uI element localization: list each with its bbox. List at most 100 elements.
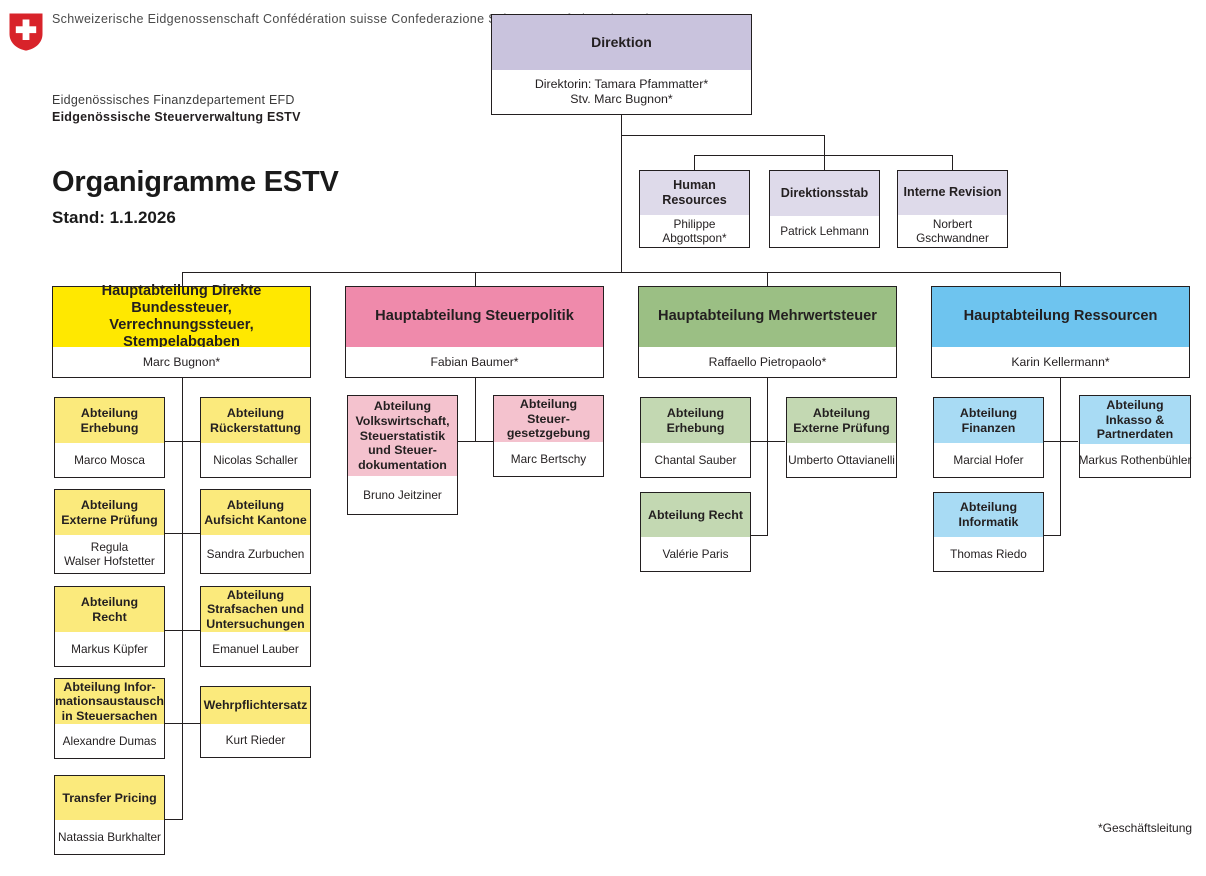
node-unit-1-8-person: Natassia Burkhalter bbox=[55, 820, 164, 854]
node-division-1-title: Hauptabteilung Direkte Bundessteuer, Ver… bbox=[53, 283, 310, 350]
node-unit-externe-pruefung-mwst[interactable]: Abteilung Externe Prüfung Umberto Ottavi… bbox=[786, 397, 897, 478]
node-unit-2-1-title: Abteilung Steuer- gesetzgebung bbox=[494, 396, 603, 442]
footnote-legend: *Geschäftsleitung bbox=[1098, 821, 1193, 835]
node-unit-strafsachen-untersuchungen[interactable]: Abteilung Strafsachen und Untersuchungen… bbox=[200, 586, 311, 667]
node-unit-2-0-person: Bruno Jeitziner bbox=[348, 476, 457, 514]
node-unit-1-7-title: Wehrpflichtersatz bbox=[201, 687, 310, 724]
node-division-mehrwertsteuer[interactable]: Hauptabteilung Mehrwertsteuer Raffaello … bbox=[638, 286, 897, 378]
node-interne-revision[interactable]: Interne Revision Norbert Gschwandner bbox=[897, 170, 1008, 248]
node-unit-4-2-person: Thomas Riedo bbox=[934, 537, 1043, 571]
node-unit-2-1-person: Marc Bertschy bbox=[494, 442, 603, 476]
node-division-4-person: Karin Kellermann* bbox=[932, 347, 1189, 377]
node-unit-3-0-title: Abteilung Erhebung bbox=[641, 398, 750, 443]
node-unit-aufsicht-kantone[interactable]: Abteilung Aufsicht Kantone Sandra Zurbuc… bbox=[200, 489, 311, 574]
node-human-resources-person: Philippe Abgottspon* bbox=[640, 214, 749, 247]
node-unit-1-6-title: Abteilung Infor- mationsaustausch in Ste… bbox=[55, 679, 164, 724]
node-unit-transfer-pricing[interactable]: Transfer Pricing Natassia Burkhalter bbox=[54, 775, 165, 855]
connector-green-trunk bbox=[767, 377, 769, 536]
node-unit-volkswirtschaft-steuerstatistik[interactable]: Abteilung Volkswirtschaft, Steuerstatist… bbox=[347, 395, 458, 515]
connector-division-drop-4 bbox=[1060, 272, 1062, 286]
node-unit-1-0-title: Abteilung Erhebung bbox=[55, 398, 164, 443]
connector-blue-rib-r1 bbox=[1060, 441, 1078, 443]
node-unit-1-3-person: Sandra Zurbuchen bbox=[201, 535, 310, 573]
connector-green-rib-l1 bbox=[750, 441, 768, 443]
node-division-direkte-bundessteuer[interactable]: Hauptabteilung Direkte Bundessteuer, Ver… bbox=[52, 283, 311, 378]
page-subtitle: Stand: 1.1.2026 bbox=[52, 208, 176, 227]
node-division-2-title: Hauptabteilung Steuerpolitik bbox=[346, 287, 603, 347]
node-unit-recht-mwst[interactable]: Abteilung Recht Valérie Paris bbox=[640, 492, 751, 572]
connector-division-drop-1 bbox=[182, 272, 184, 286]
node-division-3-title: Hauptabteilung Mehrwertsteuer bbox=[639, 287, 896, 347]
connector-division-drop-3 bbox=[767, 272, 769, 286]
connector-yellow-rib-l1 bbox=[165, 441, 183, 443]
node-interne-revision-person: Norbert Gschwandner bbox=[898, 214, 1007, 247]
node-unit-informationsaustausch[interactable]: Abteilung Infor- mationsaustausch in Ste… bbox=[54, 678, 165, 759]
node-direktion-title: Direktion bbox=[492, 15, 751, 70]
node-direktion[interactable]: Direktion Direktorin: Tamara Pfammatter*… bbox=[491, 14, 752, 115]
node-unit-1-1-person: Nicolas Schaller bbox=[201, 443, 310, 477]
node-unit-1-2-title: Abteilung Externe Prüfung bbox=[55, 490, 164, 535]
connector-pink-trunk bbox=[475, 377, 477, 442]
department-line: Eidgenössisches Finanzdepartement EFD bbox=[52, 93, 295, 107]
node-unit-1-7-person: Kurt Rieder bbox=[201, 724, 310, 757]
node-unit-inkasso-partnerdaten[interactable]: Abteilung Inkasso & Partnerdaten Markus … bbox=[1079, 395, 1191, 478]
connector-staff-stab bbox=[824, 155, 826, 170]
node-unit-1-5-person: Emanuel Lauber bbox=[201, 632, 310, 666]
connector-yellow-rib-l2 bbox=[165, 533, 183, 535]
node-unit-erhebung-dbst[interactable]: Abteilung Erhebung Marco Mosca bbox=[54, 397, 165, 478]
node-division-steuerpolitik[interactable]: Hauptabteilung Steuerpolitik Fabian Baum… bbox=[345, 286, 604, 378]
connector-division-bus bbox=[182, 272, 1061, 274]
connector-pink-rib-l1 bbox=[458, 441, 476, 443]
node-direktion-people: Direktorin: Tamara Pfammatter* Stv. Marc… bbox=[492, 70, 751, 114]
connector-yellow-rib-r2 bbox=[182, 533, 200, 535]
node-human-resources[interactable]: Human Resources Philippe Abgottspon* bbox=[639, 170, 750, 248]
node-human-resources-title: Human Resources bbox=[640, 171, 749, 215]
connector-direktion-trunk bbox=[621, 115, 623, 273]
connector-staff-hr bbox=[694, 155, 696, 170]
connector-yellow-trunk bbox=[182, 377, 184, 820]
node-unit-rueckerstattung[interactable]: Abteilung Rückerstattung Nicolas Schalle… bbox=[200, 397, 311, 478]
node-unit-wehrpflichtersatz[interactable]: Wehrpflichtersatz Kurt Rieder bbox=[200, 686, 311, 758]
connector-staff-bus bbox=[694, 155, 953, 157]
node-unit-3-1-person: Umberto Ottavianelli bbox=[787, 443, 896, 477]
swiss-confederation-shield-icon bbox=[9, 13, 43, 51]
connector-blue-rib-l1 bbox=[1043, 441, 1061, 443]
connector-yellow-rib-r4 bbox=[182, 723, 200, 725]
node-unit-informatik[interactable]: Abteilung Informatik Thomas Riedo bbox=[933, 492, 1044, 572]
node-unit-3-0-person: Chantal Sauber bbox=[641, 443, 750, 477]
office-line: Eidgenössische Steuerverwaltung ESTV bbox=[52, 110, 301, 125]
node-division-3-person: Raffaello Pietropaolo* bbox=[639, 347, 896, 377]
node-unit-1-4-person: Markus Küpfer bbox=[55, 632, 164, 666]
connector-staff-branch bbox=[621, 135, 825, 137]
node-direktionsstab-person: Patrick Lehmann bbox=[770, 216, 879, 247]
page-title: Organigramme ESTV bbox=[52, 166, 339, 198]
node-unit-3-2-person: Valérie Paris bbox=[641, 537, 750, 571]
connector-yellow-rib-l5 bbox=[165, 819, 183, 821]
connector-staff-drop bbox=[824, 135, 826, 155]
connector-yellow-rib-l4 bbox=[165, 723, 183, 725]
node-unit-externe-pruefung-dbst[interactable]: Abteilung Externe Prüfung Regula Walser … bbox=[54, 489, 165, 574]
node-interne-revision-title: Interne Revision bbox=[898, 171, 1007, 215]
department-names: Eidgenössisches Finanzdepartement EFD Ei… bbox=[52, 92, 301, 126]
node-unit-4-1-person: Markus Rothenbühler bbox=[1079, 444, 1191, 477]
connector-blue-trunk bbox=[1060, 377, 1062, 536]
node-unit-finanzen[interactable]: Abteilung Finanzen Marcial Hofer bbox=[933, 397, 1044, 478]
node-unit-1-0-person: Marco Mosca bbox=[55, 443, 164, 477]
node-unit-4-2-title: Abteilung Informatik bbox=[934, 493, 1043, 537]
connector-pink-rib-r1 bbox=[475, 441, 493, 443]
connector-green-rib-l2 bbox=[750, 535, 768, 537]
node-unit-1-8-title: Transfer Pricing bbox=[55, 776, 164, 820]
node-unit-recht-dbst[interactable]: Abteilung Recht Markus Küpfer bbox=[54, 586, 165, 667]
node-unit-1-6-person: Alexandre Dumas bbox=[55, 724, 164, 758]
node-direktionsstab[interactable]: Direktionsstab Patrick Lehmann bbox=[769, 170, 880, 248]
node-unit-4-0-person: Marcial Hofer bbox=[934, 443, 1043, 477]
connector-yellow-rib-l3 bbox=[165, 630, 183, 632]
connector-division-drop-2 bbox=[475, 272, 477, 286]
node-unit-erhebung-mwst[interactable]: Abteilung Erhebung Chantal Sauber bbox=[640, 397, 751, 478]
node-unit-1-2-person: Regula Walser Hofstetter bbox=[55, 535, 164, 573]
node-unit-steuergesetzgebung[interactable]: Abteilung Steuer- gesetzgebung Marc Bert… bbox=[493, 395, 604, 477]
node-division-ressourcen[interactable]: Hauptabteilung Ressourcen Karin Kellerma… bbox=[931, 286, 1190, 378]
node-division-4-title: Hauptabteilung Ressourcen bbox=[932, 287, 1189, 347]
node-unit-1-1-title: Abteilung Rückerstattung bbox=[201, 398, 310, 443]
node-unit-2-0-title: Abteilung Volkswirtschaft, Steuerstatist… bbox=[348, 396, 457, 476]
